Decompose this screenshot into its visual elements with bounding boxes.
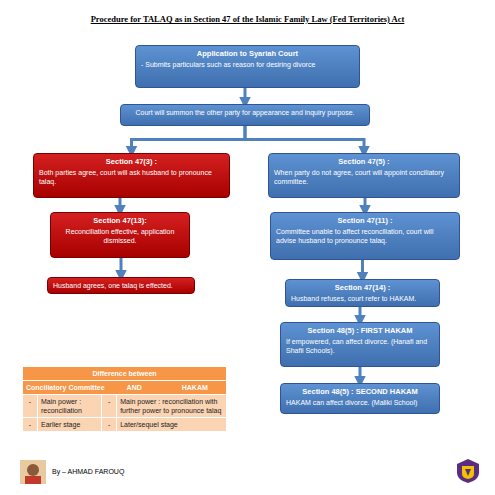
red-process-box: Section 47(13): Reconciliation effective,… <box>50 212 190 258</box>
university-logo <box>455 458 481 484</box>
blue-process-box: Section 48(5) : SECOND HAKAM HAKAM can af… <box>280 383 440 414</box>
box-text: Both parties agree, court will ask husba… <box>39 168 224 186</box>
comparison-table: Difference betweenConciliatory Committee… <box>22 366 227 432</box>
box-heading: Section 48(5) : SECOND HAKAM <box>286 387 434 396</box>
blue-process-box: Section 47(11) : Committee unable to affe… <box>270 212 460 260</box>
box-heading: Section 47(5) : <box>274 157 454 166</box>
bullet-cell: - <box>102 418 117 432</box>
blue-process-box: Section 48(5) : FIRST HAKAM If empowered,… <box>280 322 440 367</box>
table-row: - Main power : reconciliation - Main power … <box>23 395 227 418</box>
flow-arrow <box>359 307 362 322</box>
bullet: - <box>108 398 110 405</box>
box-heading: Section 47(13): <box>56 216 184 225</box>
bullet: - <box>108 421 110 428</box>
bullet: - <box>29 398 31 405</box>
table-cell: Main power : reconciliation with further… <box>117 395 227 418</box>
table-cell-text: Main power : reconciliation <box>41 398 82 414</box>
table-body: Difference betweenConciliatory Committee… <box>23 367 227 432</box>
box-heading: Section 47(3) : <box>39 157 224 166</box>
box-text: - Submits particulars such as reason for… <box>141 60 354 69</box>
logo-mark <box>465 469 471 476</box>
blue-process-box: Section 47(5) : When party do not agree, … <box>268 153 460 198</box>
table-header-cell: Conciliatory Committee AND HAKAM <box>23 381 227 395</box>
table-header: HAKAM <box>182 384 208 391</box>
flow-arrow <box>361 260 364 279</box>
bullet-cell: - <box>102 395 117 418</box>
red-process-box: Husband agrees, one talaq is effected. <box>47 277 195 294</box>
table-row: Conciliatory Committee AND HAKAM <box>23 381 227 395</box>
box-text: When party do not agree, court will appo… <box>274 168 454 186</box>
logo-inner <box>462 466 474 479</box>
table-header: Difference between <box>92 370 156 377</box>
photo-frame <box>20 460 46 484</box>
photo-head <box>27 464 39 476</box>
table-header-cell: Difference between <box>23 367 227 381</box>
author-credit: By – AHMAD FAROUQ <box>52 468 124 475</box>
box-text: Husband agrees, one talaq is effected. <box>53 281 189 290</box>
flow-arrow <box>245 126 364 153</box>
bullet-cell: - <box>23 418 38 432</box>
table-cell-text: Earlier stage <box>41 421 80 428</box>
red-process-box: Section 47(3) : Both parties agree, court… <box>33 153 230 198</box>
flow-arrow <box>132 126 246 153</box>
blue-process-box: Application to Syariah Court - Submits pa… <box>135 45 360 88</box>
blue-process-box: Court will summon the other party for ap… <box>120 104 370 126</box>
box-heading: Section 47(14) : <box>291 283 434 292</box>
bullet-cell: - <box>23 395 38 418</box>
table-cell-text: Main power : reconciliation with further… <box>120 398 221 414</box>
box-text: Husband refuses, court refer to HAKAM. <box>291 294 434 303</box>
box-heading: Application to Syariah Court <box>141 49 354 58</box>
bullet: - <box>29 421 31 428</box>
photo-body <box>25 476 41 484</box>
table-cell: Earlier stage <box>38 418 102 432</box>
flow-arrow <box>244 88 247 104</box>
table-row: Difference between <box>23 367 227 381</box>
flow-arrow <box>120 258 123 277</box>
table-cell: Later/sequel stage <box>117 418 227 432</box>
box-heading: Section 48(5) : FIRST HAKAM <box>286 326 434 335</box>
flow-arrow <box>119 198 122 212</box>
diagram-title: Procedure for TALAQ as in Section 47 of … <box>0 14 495 24</box>
box-text: Reconciliation effective, application di… <box>56 227 184 245</box>
table-header: Conciliatory Committee <box>26 384 105 391</box>
author-photo <box>20 460 46 484</box>
box-heading: Section 47(11) : <box>276 216 454 225</box>
box-text: HAKAM can affect divorce. (Maliki School… <box>286 398 434 407</box>
table-cell-text: Later/sequel stage <box>120 421 178 428</box>
table-cell: Main power : reconciliation <box>38 395 102 418</box>
box-text: Committee unable to affect reconciliatio… <box>276 227 454 245</box>
flow-arrow <box>364 198 367 212</box>
box-text: If empowered, can affect divorce. (Hanaf… <box>286 337 434 355</box>
blue-process-box: Section 47(14) : Husband refuses, court r… <box>285 279 440 307</box>
box-text: Court will summon the other party for ap… <box>126 108 364 117</box>
table-row: - Earlier stage - Later/sequel stage <box>23 418 227 432</box>
flow-arrow <box>359 367 362 383</box>
table-header: AND <box>127 384 142 391</box>
logo-shield <box>457 459 479 483</box>
